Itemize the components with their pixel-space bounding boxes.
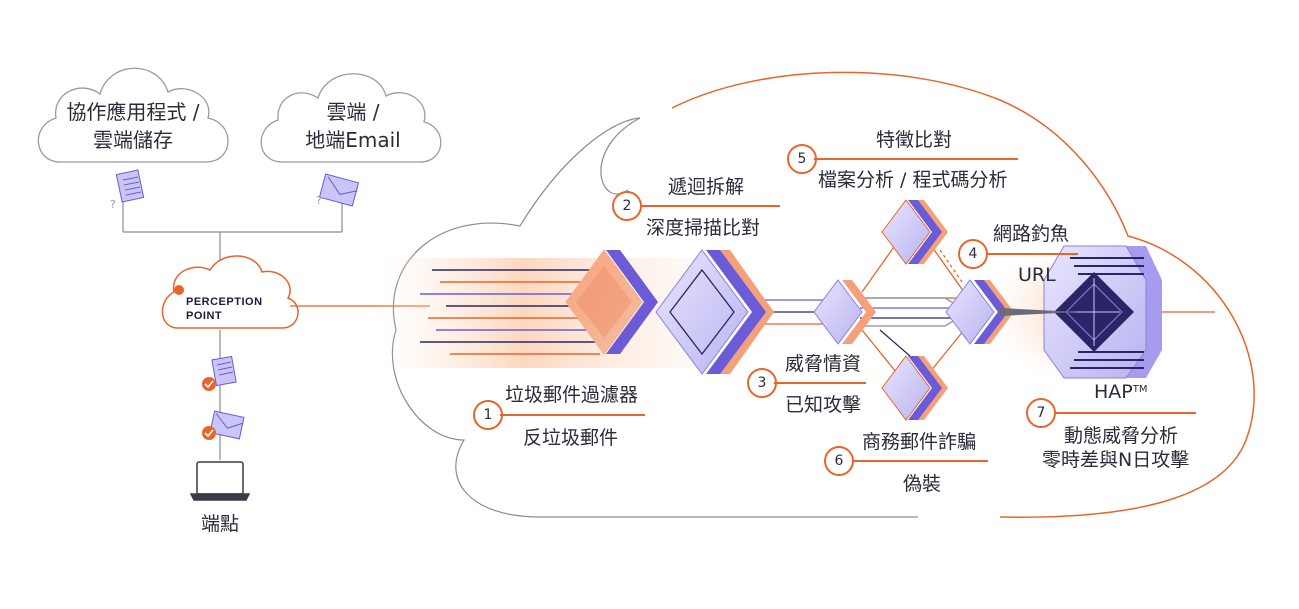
step-3-title: 威脅情資 <box>785 353 862 375</box>
step-2-subtitle: 深度掃描比對 <box>646 217 761 239</box>
brand-line2: POINT <box>186 310 223 322</box>
unknown-document-mark: ? <box>110 198 116 211</box>
step-7-title-text: HAP <box>1094 381 1133 403</box>
verified-document-icon <box>202 355 237 391</box>
step-2-rule <box>640 205 780 207</box>
step-5-title: 特徵比對 <box>876 129 953 151</box>
envelope-icon <box>318 173 360 207</box>
email-cloud-line2: 地端Email <box>305 128 401 152</box>
collab-cloud-line2: 雲端儲存 <box>93 128 173 152</box>
step-1-subtitle: 反垃圾郵件 <box>523 427 619 449</box>
step-7-badge: 7 <box>1026 398 1056 428</box>
laptop-icon <box>189 461 251 501</box>
step-7-subtitle: 動態威脅分析 <box>1064 425 1179 447</box>
beam-glow <box>380 258 700 368</box>
flow-arrow <box>1000 308 1078 316</box>
step-3-subtitle: 已知攻擊 <box>785 394 862 416</box>
step-1-title: 垃圾郵件過濾器 <box>505 384 639 406</box>
stage-5-diamond <box>881 199 948 265</box>
step-4-rule <box>986 253 1078 255</box>
stage-3-diamond <box>813 279 876 345</box>
step-4-badge: 4 <box>958 239 988 269</box>
step-2-badge: 2 <box>612 191 642 221</box>
stage-1-diamond <box>565 249 658 355</box>
step-5-badge: 5 <box>787 144 817 174</box>
step-7-title: HAPTM <box>1094 380 1148 404</box>
step-1-badge: 1 <box>473 400 503 430</box>
step-4-subtitle: URL <box>1018 264 1056 286</box>
stage-2-diamond <box>655 249 774 375</box>
unknown-envelope-mark: ? <box>316 194 322 207</box>
stage-6-diamond <box>881 355 948 421</box>
hap-processor <box>1043 245 1162 379</box>
step-6-subtitle: 偽裝 <box>903 473 942 495</box>
perception-point-cloud <box>161 255 299 329</box>
brand-wordmark: PERCEPTION POINT <box>186 295 263 323</box>
step-3-badge: 3 <box>747 368 777 398</box>
step-7-rule <box>1054 412 1196 414</box>
cloud-email-shape <box>260 73 442 163</box>
brand-logo-dot <box>174 285 184 295</box>
step-6-badge: 6 <box>824 446 854 476</box>
step-6-title: 商務郵件詐騙 <box>862 431 977 453</box>
step-2-title: 遞迴拆解 <box>668 176 745 198</box>
pipeline-orange-arc <box>671 71 1255 518</box>
step-5-rule <box>814 158 1018 160</box>
step-4-title: 網路釣魚 <box>993 223 1070 245</box>
endpoint-label: 端點 <box>200 513 239 535</box>
verified-envelope-icon <box>202 410 245 440</box>
email-cloud-label: 雲端 / 地端Email <box>278 98 428 154</box>
step-1-rule <box>500 414 645 416</box>
step-7-subtitle-2: 零時差與N日攻擊 <box>1042 449 1190 471</box>
brand-line1: PERCEPTION <box>186 296 263 308</box>
source-connectors <box>122 200 343 460</box>
collab-cloud-label: 協作應用程式 / 雲端儲存 <box>58 98 208 154</box>
step-6-rule <box>852 460 988 462</box>
step-5-subtitle: 檔案分析 / 程式碼分析 <box>818 169 1008 191</box>
collab-cloud-line1: 協作應用程式 / <box>66 100 200 124</box>
step-3-rule <box>774 382 866 384</box>
email-cloud-line1: 雲端 / <box>326 100 380 124</box>
pipeline-cloud-outline <box>391 117 918 518</box>
step-7-title-trademark: TM <box>1132 384 1148 395</box>
document-icon <box>115 169 145 203</box>
cloud-collab-shape <box>37 67 229 163</box>
